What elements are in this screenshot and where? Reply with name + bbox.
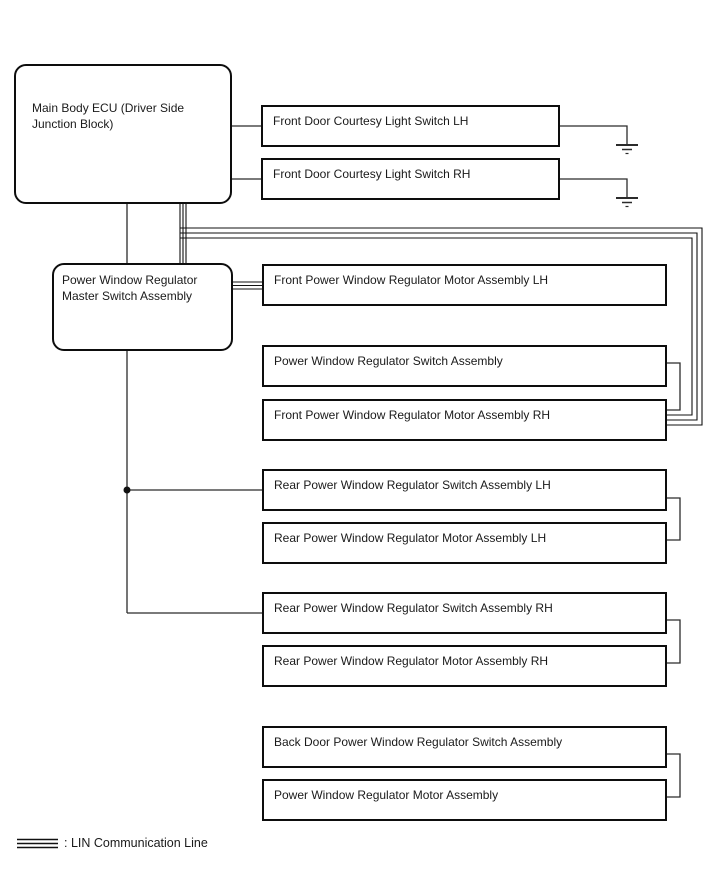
ground-symbol-lh (560, 125, 638, 155)
component-label: Power Window Regulator Motor Assembly (274, 788, 499, 802)
component-label: Front Door Courtesy Light Switch LH (273, 114, 469, 128)
component-label: Rear Power Window Regulator Switch Assem… (274, 601, 553, 615)
component-box-rear-power-window-motor-rh: Rear Power Window Regulator Motor Assemb… (262, 645, 667, 687)
component-label: Back Door Power Window Regulator Switch … (274, 735, 563, 749)
component-box-front-power-window-motor-lh: Front Power Window Regulator Motor Assem… (262, 264, 667, 306)
lin-triple-line-icon (17, 838, 58, 848)
wire-bracket-rear-rh-pair (667, 619, 681, 664)
lin-legend-label: : LIN Communication Line (64, 836, 208, 850)
component-label: Rear Power Window Regulator Switch Assem… (274, 478, 551, 492)
component-box-back-door-power-window-switch: Back Door Power Window Regulator Switch … (262, 726, 667, 768)
master-switch-box: Power Window Regulator Master Switch Ass… (52, 263, 233, 351)
component-box-rear-power-window-switch-lh: Rear Power Window Regulator Switch Assem… (262, 469, 667, 511)
component-box-front-door-courtesy-light-switch-lh: Front Door Courtesy Light Switch LH (261, 105, 560, 147)
wire-bracket-rear-lh-pair (667, 497, 681, 541)
junction-dot (123, 486, 131, 494)
component-label: Front Power Window Regulator Motor Assem… (274, 273, 549, 287)
component-label: Front Door Courtesy Light Switch RH (273, 167, 471, 181)
component-box-power-window-motor-assembly: Power Window Regulator Motor Assembly (262, 779, 667, 821)
wire-bracket-backdoor-pair (667, 753, 681, 798)
component-label: Rear Power Window Regulator Motor Assemb… (274, 531, 547, 545)
component-label: Front Power Window Regulator Motor Assem… (274, 408, 551, 422)
component-label: Power Window Regulator Switch Assembly (274, 354, 503, 368)
component-box-power-window-switch-assembly: Power Window Regulator Switch Assembly (262, 345, 667, 387)
lin-line-right-loop-to-front-motor-rh (180, 227, 703, 426)
lin-legend: : LIN Communication Line (17, 836, 208, 850)
component-label: Rear Power Window Regulator Motor Assemb… (274, 654, 549, 668)
component-box-rear-power-window-motor-lh: Rear Power Window Regulator Motor Assemb… (262, 522, 667, 564)
single-wires (126, 125, 681, 798)
master-switch-label: Power Window Regulator Master Switch Ass… (62, 273, 198, 303)
ecu-label: Main Body ECU (Driver Side Junction Bloc… (32, 101, 185, 131)
wire-bracket-front-pair (667, 362, 681, 411)
ground-symbol-rh (560, 178, 638, 208)
component-box-rear-power-window-switch-rh: Rear Power Window Regulator Switch Assem… (262, 592, 667, 634)
component-box-front-power-window-motor-rh: Front Power Window Regulator Motor Assem… (262, 399, 667, 441)
component-box-front-door-courtesy-light-switch-rh: Front Door Courtesy Light Switch RH (261, 158, 560, 200)
ecu-box: Main Body ECU (Driver Side Junction Bloc… (14, 64, 232, 204)
lin-line-master-to-front-motor-lh (233, 281, 262, 290)
